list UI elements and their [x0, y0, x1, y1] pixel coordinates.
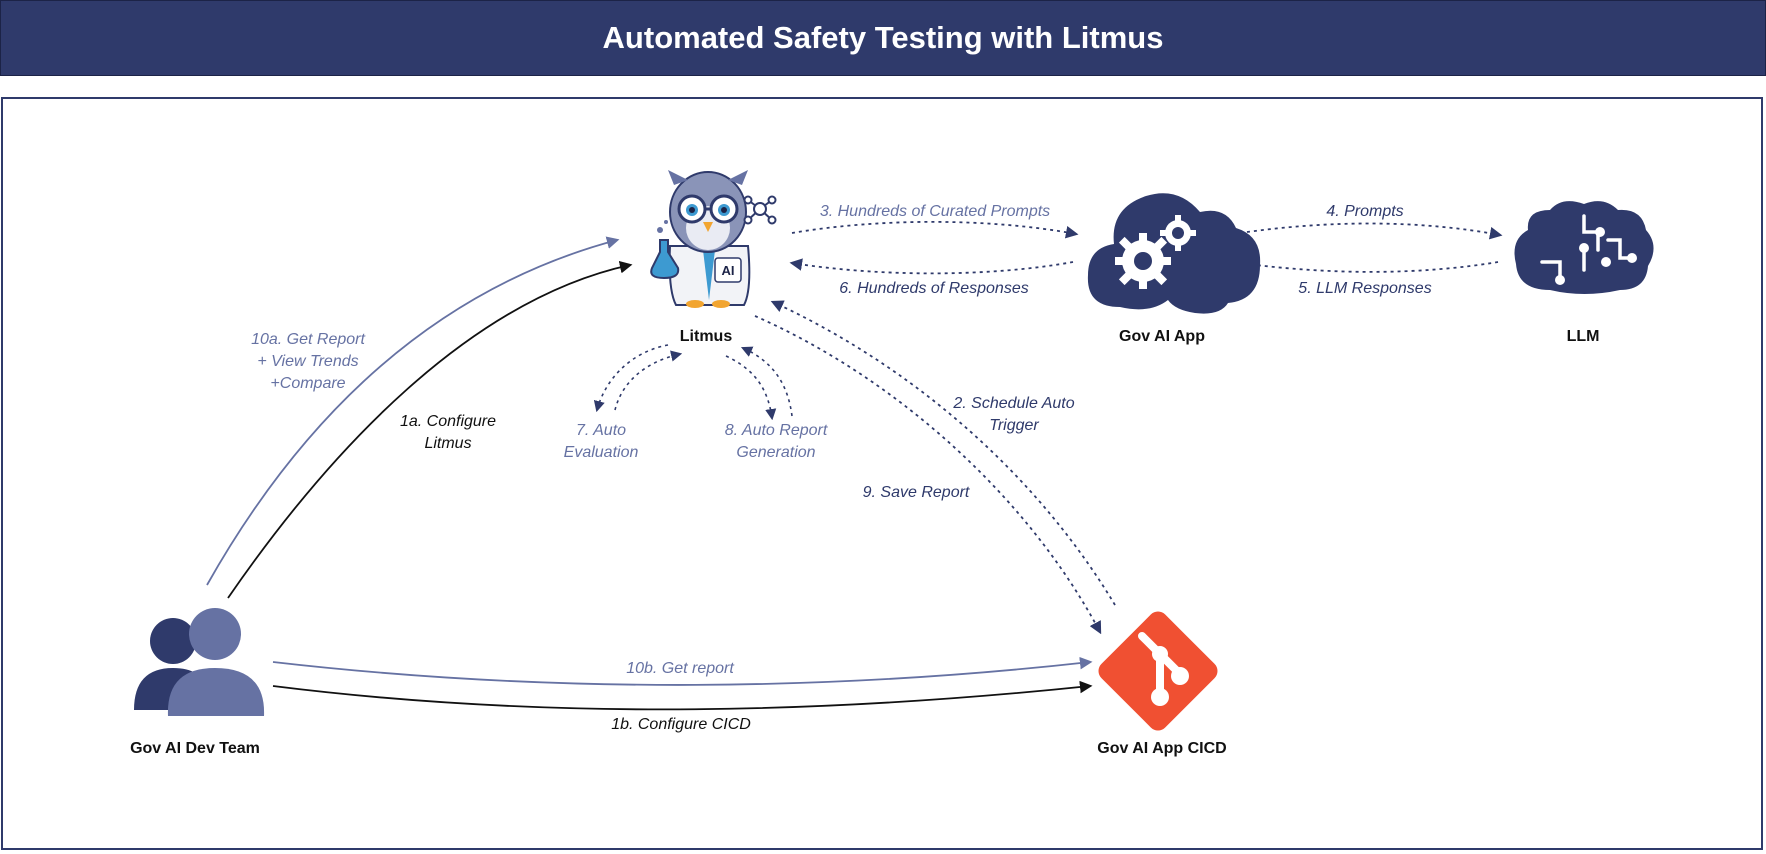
edge-label-9: 9. Save Report — [862, 484, 970, 501]
edge-label-4: 4. Prompts — [1326, 203, 1404, 220]
edge-4-prompts — [1239, 222, 1503, 240]
cloud-gears-icon — [1087, 193, 1261, 314]
git-icon — [1098, 611, 1218, 731]
edge-1b-configure-cicd — [272, 680, 1093, 711]
node-label-cicd: Gov AI App CICD — [1097, 740, 1227, 757]
edge-label-1a: 1a. Configure Litmus — [399, 413, 497, 452]
edge-label-2: 2. Schedule Auto Trigger — [953, 395, 1075, 434]
edge-label-8: 8. Auto Report Generation — [724, 422, 828, 461]
edge-7-auto-eval-down — [593, 344, 669, 413]
edge-9-save-report — [754, 315, 1102, 635]
edge-1a-configure-litmus — [227, 261, 633, 599]
edge-label-1b: 1b. Configure CICD — [611, 716, 751, 733]
edge-10a-get-report — [206, 236, 620, 586]
edge-7-auto-eval-up — [614, 350, 683, 411]
edge-8-auto-report-up — [740, 346, 793, 417]
edge-label-6: 6. Hundreds of Responses — [839, 280, 1029, 297]
edge-10b-get-report — [272, 656, 1093, 686]
node-label-gov-ai-app: Gov AI App — [1119, 328, 1205, 345]
edge-label-7: 7. Auto Evaluation — [563, 422, 639, 461]
edge-5-llm-responses — [1237, 258, 1499, 273]
header-bar: Automated Safety Testing with Litmus — [0, 0, 1766, 76]
owl-badge-text: AI — [722, 263, 735, 278]
users-icon — [134, 608, 265, 716]
edge-2-schedule-trigger — [770, 300, 1116, 606]
diagram-frame — [1, 97, 1763, 850]
edge-label-10a: 10a. Get Report + View Trends +Compare — [251, 331, 365, 392]
edge-label-3: 3. Hundreds of Curated Prompts — [819, 203, 1051, 220]
edge-8-auto-report-down — [725, 355, 777, 421]
owl-scientist-icon: AI — [650, 170, 777, 308]
node-label-litmus: Litmus — [679, 328, 733, 345]
node-label-llm: LLM — [1566, 328, 1600, 345]
node-label-dev-team: Gov AI Dev Team — [130, 740, 260, 757]
edge-label-5: 5. LLM Responses — [1298, 280, 1432, 297]
edge-3-curated-prompts — [791, 220, 1079, 239]
brain-circuit-icon — [1514, 201, 1654, 294]
page-title: Automated Safety Testing with Litmus — [602, 20, 1164, 55]
edge-6-hundreds-responses — [789, 258, 1074, 275]
edge-label-10b: 10b. Get report — [626, 660, 734, 677]
